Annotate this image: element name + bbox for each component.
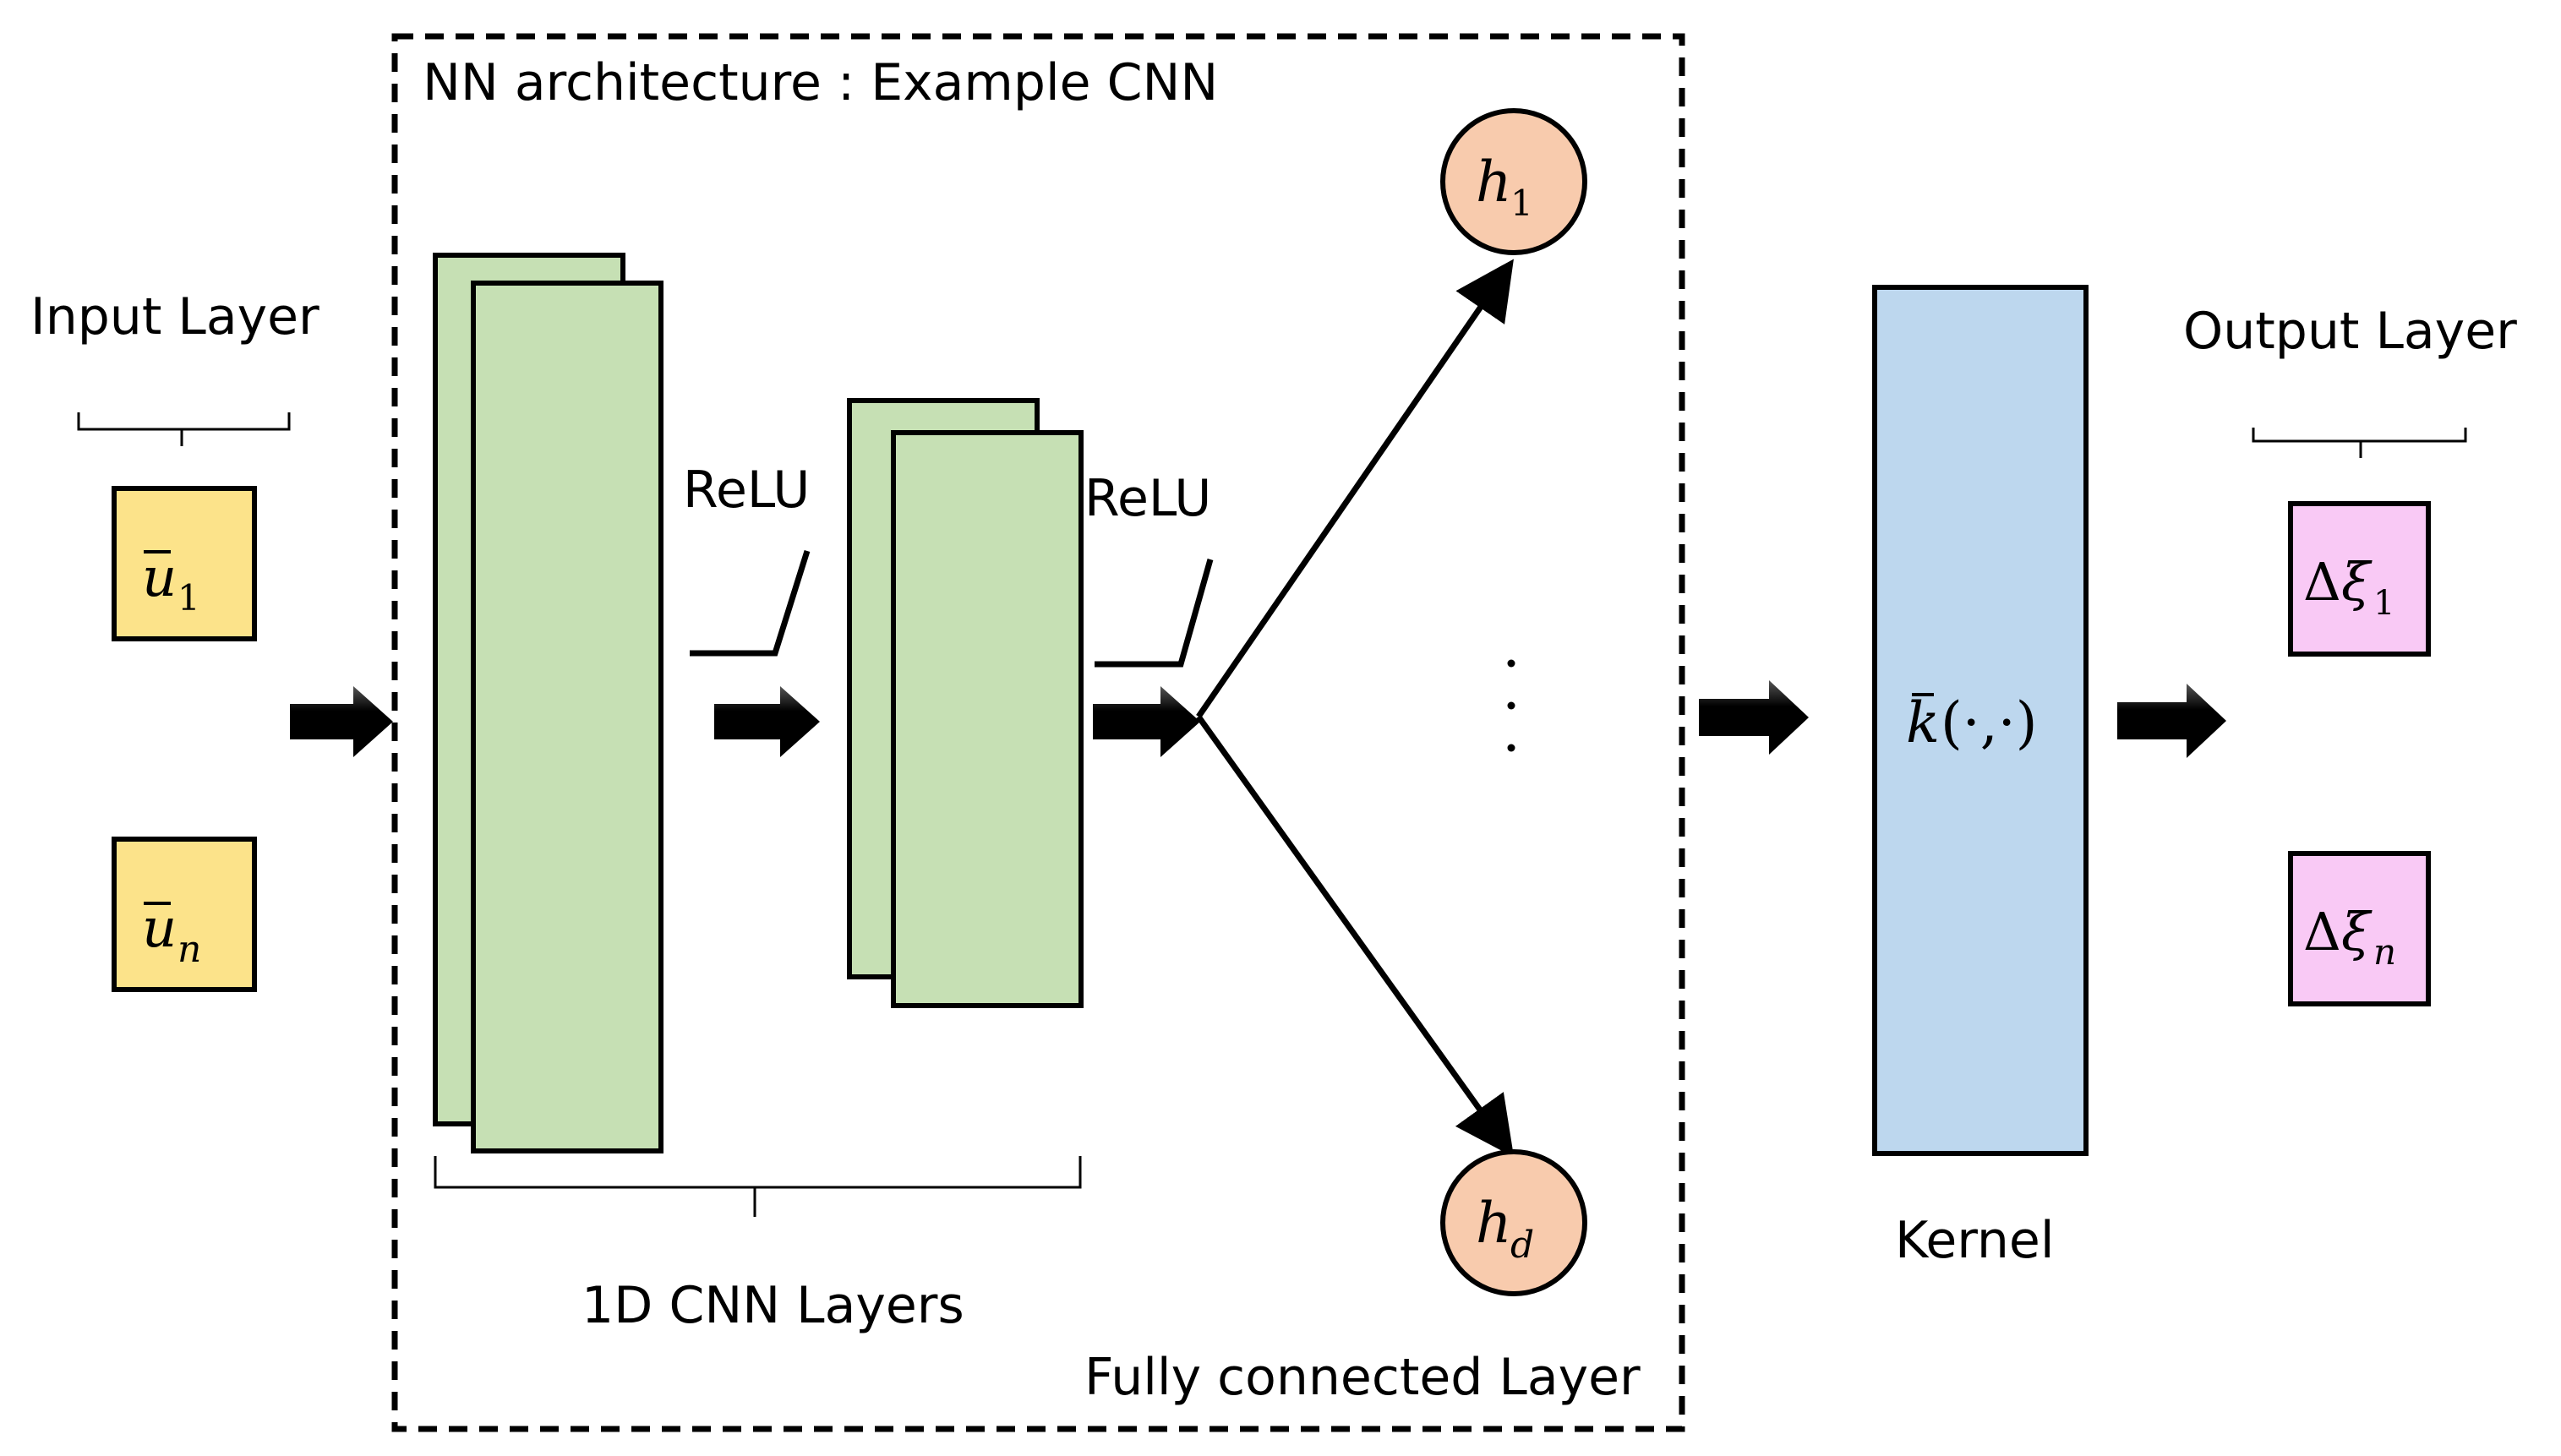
input-top-subscript: 1: [177, 577, 200, 619]
relu-2-icon: [1095, 559, 1214, 668]
output-top-delta: Δ: [2303, 551, 2341, 613]
fc-connection-top: [1196, 259, 1514, 718]
hidden-top-subscript: 1: [1510, 183, 1533, 224]
relu-1-icon: [690, 549, 811, 657]
hidden-ellipsis: [1507, 659, 1515, 752]
output-node-top-box: [2288, 501, 2431, 657]
output-top-subscript: 1: [2373, 584, 2394, 623]
kernel-symbol: k: [1906, 690, 1940, 755]
output-layer-brace: [2252, 428, 2467, 458]
output-node-bottom: Δ ξ n: [2288, 851, 2431, 1006]
nn-architecture-frame: [391, 33, 1685, 1432]
input-layer-brace: [77, 412, 291, 446]
cnn-layers-brace: [434, 1156, 1082, 1217]
input-node-bottom: u n: [112, 837, 257, 992]
input-node-bottom-box: [112, 837, 257, 992]
cnn-layer-2: [847, 398, 1084, 1008]
hidden-node-bottom: h d: [1440, 1149, 1587, 1296]
input-bottom-symbol: u: [142, 897, 177, 960]
cnn-layer-1: [433, 253, 663, 1153]
arrow-fc-to-kernel: [1699, 680, 1809, 755]
output-bottom-subscript: n: [2373, 931, 2396, 973]
hidden-top-symbol: h: [1476, 150, 1512, 215]
cnn-layer-2-front: [891, 430, 1084, 1008]
hidden-node-top-circle: [1440, 108, 1587, 255]
arrow-cnn2-to-fc: [1093, 686, 1200, 757]
output-bottom-delta: Δ: [2303, 901, 2341, 962]
input-top-symbol: u: [142, 547, 177, 609]
hidden-node-bottom-circle: [1440, 1149, 1587, 1296]
arrow-cnn1-to-cnn2: [714, 686, 820, 757]
output-layer-label: Output Layer: [2183, 302, 2517, 361]
relu-1-label: ReLU: [683, 461, 810, 520]
input-bottom-subscript: n: [177, 928, 201, 971]
kernel-block: [1872, 285, 2089, 1156]
kernel-args: (·,·): [1941, 690, 2037, 755]
input-node-top: u 1: [112, 486, 257, 641]
input-layer-label: Input Layer: [30, 287, 319, 346]
nn-architecture-title: NN architecture : Example CNN: [423, 53, 1218, 112]
relu-2-label: ReLU: [1084, 469, 1211, 528]
hidden-node-top: h 1: [1440, 108, 1587, 255]
hidden-bottom-symbol: h: [1476, 1191, 1512, 1256]
hidden-bottom-subscript: d: [1510, 1224, 1534, 1267]
arrow-input-to-cnn: [290, 686, 393, 757]
output-top-symbol: ξ: [2341, 551, 2373, 613]
output-node-bottom-box: [2288, 851, 2431, 1006]
cnn-layers-label: 1D CNN Layers: [582, 1276, 964, 1335]
kernel-label: Kernel: [1895, 1211, 2055, 1270]
output-node-top: Δ ξ 1: [2288, 501, 2431, 657]
cnn-layer-1-front: [471, 281, 663, 1153]
fc-connection-bottom: [1196, 714, 1515, 1158]
output-bottom-symbol: ξ: [2341, 901, 2373, 962]
arrow-kernel-to-output: [2117, 684, 2226, 758]
fully-connected-label: Fully connected Layer: [1084, 1348, 1641, 1407]
input-node-top-box: [112, 486, 257, 641]
